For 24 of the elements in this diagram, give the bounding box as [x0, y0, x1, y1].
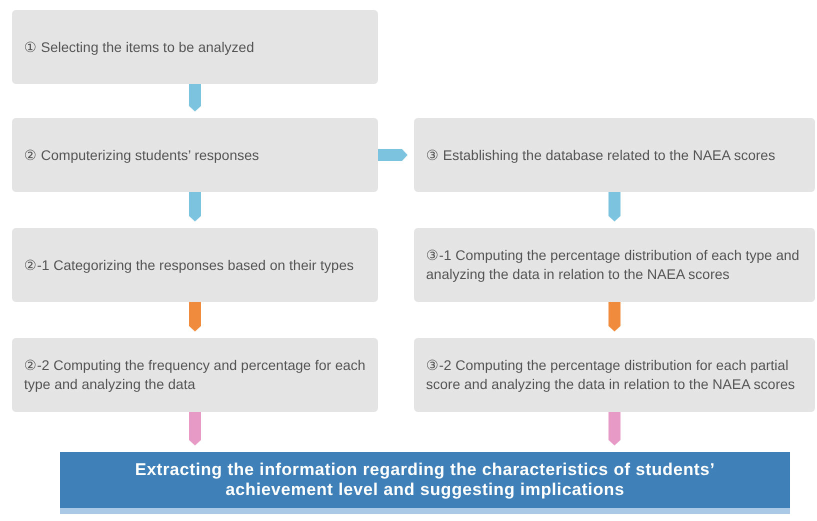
process-box [12, 10, 378, 84]
step-text: ③-1 Computing the percentage distribution of each type and analyzing the data in relation to the NAEA scores [426, 246, 800, 284]
arrow [189, 84, 201, 112]
arrow [608, 412, 620, 446]
step-text: ② Computerizing students’ responses [24, 146, 260, 164]
process-box [414, 338, 815, 412]
banner-text: Extracting the information regarding the characteristics of students’ achievement level and suggesting implications [134, 460, 716, 500]
step-text: ②-2 Computing the frequency and percentage for each type and analyzing the data [24, 356, 366, 394]
step-text: ③-2 Computing the percentage distribution for each partial score and analyzing the data in relation to the NAEA scores [426, 356, 796, 394]
arrow [189, 412, 201, 446]
arrow [189, 192, 201, 222]
process-box [12, 118, 378, 192]
result-banner [60, 452, 790, 514]
process-box [12, 228, 378, 302]
process-box [414, 228, 815, 302]
step-text: ① Selecting the items to be analyzed [24, 38, 256, 56]
arrow [608, 192, 620, 222]
step-text: ③ Establishing the database related to the NAEA scores [426, 146, 776, 164]
arrow [189, 302, 201, 332]
process-box [12, 338, 378, 412]
process-box [414, 118, 815, 192]
step-text: ②-1 Categorizing the responses based on their types [24, 256, 355, 274]
arrow [608, 302, 620, 332]
arrow [378, 149, 408, 161]
